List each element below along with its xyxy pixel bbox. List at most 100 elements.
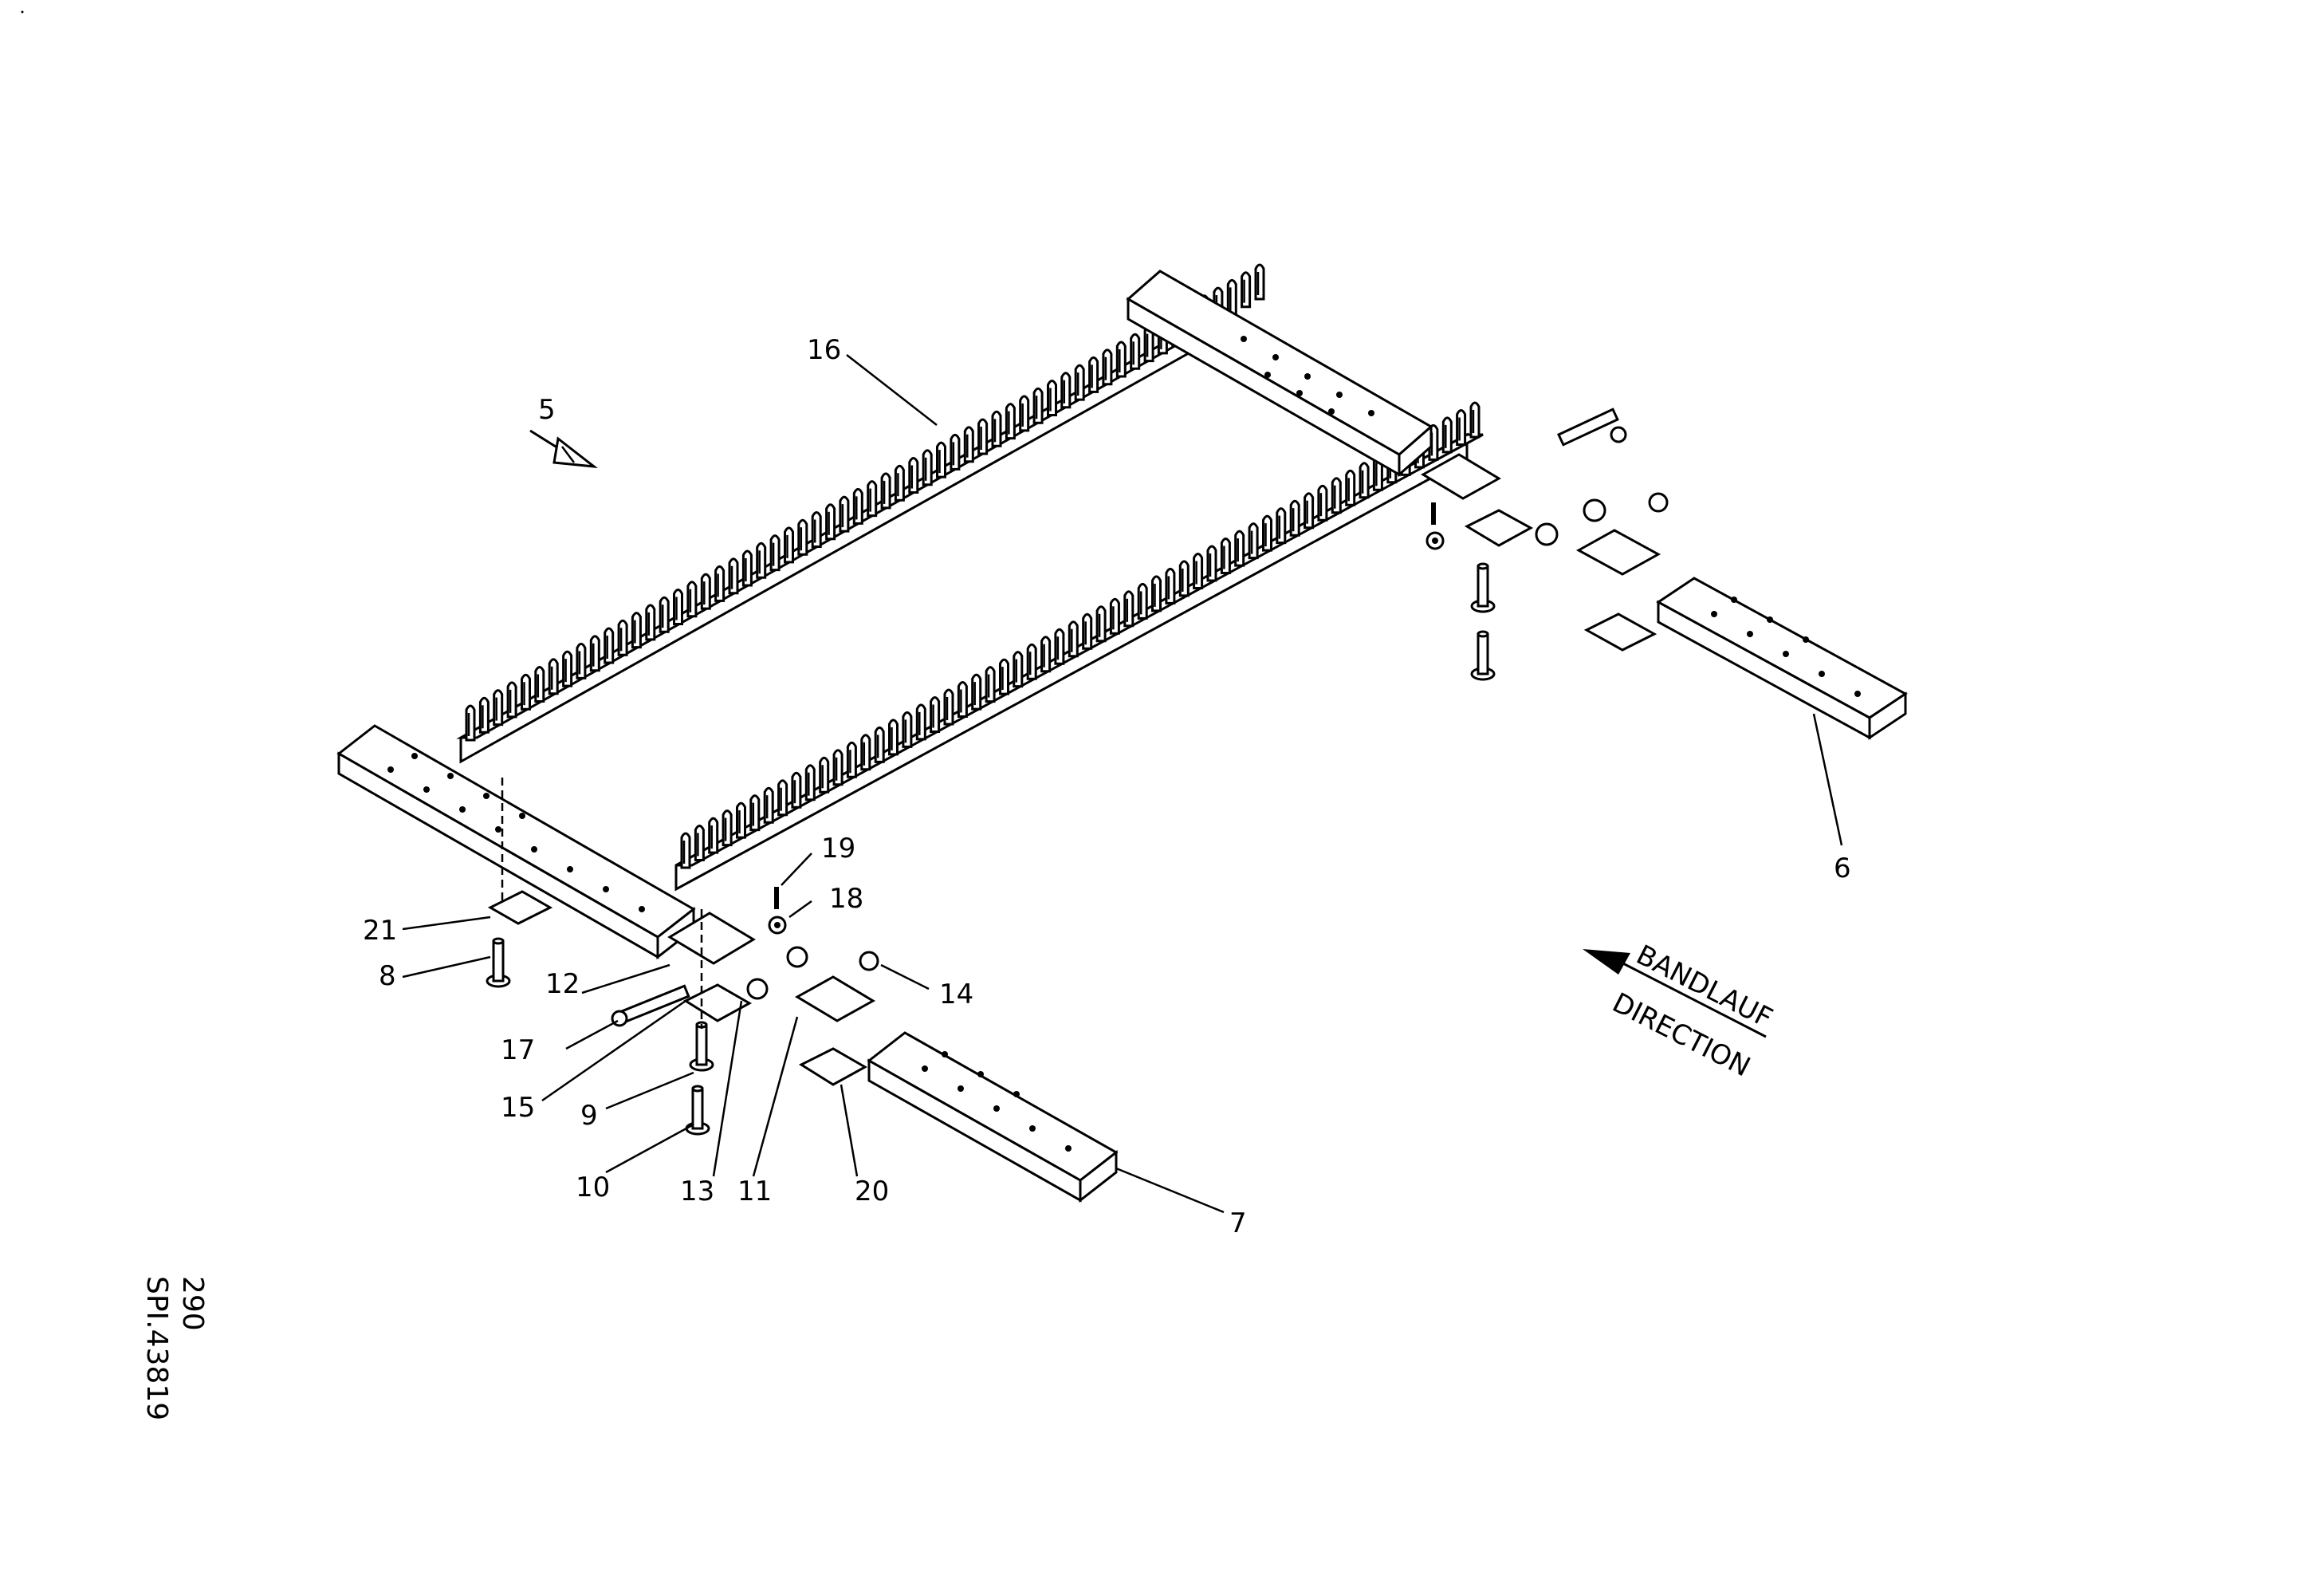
tooth [1095,605,1107,643]
tooth [1032,387,1044,424]
tooth [839,495,850,533]
tooth [1304,492,1315,530]
tooth [1441,416,1453,454]
tooth [846,741,857,778]
tooth [465,704,476,742]
tooth [1331,477,1342,514]
leader-lines [402,354,1843,1214]
tooth [680,832,691,869]
tooth [741,549,753,587]
direction-arrow: BANDLAUF DIRECTION [1583,939,1777,1083]
callout-18: 18 [829,883,863,915]
tooth [493,689,504,727]
tooth [673,589,683,625]
callout-19: 19 [821,833,855,864]
tooth [1456,409,1467,446]
callout-14: 14 [939,979,973,1010]
callout-labels: 16 5 6 7 8 9 10 11 12 13 14 15 17 18 19 … [363,334,1851,1239]
tooth [1206,545,1217,582]
tooth [1226,278,1237,316]
tooth [617,619,628,656]
tooth [604,627,615,664]
tooth [1469,401,1481,439]
callout-20: 20 [855,1176,889,1207]
callout-arrow-5 [529,429,599,469]
tooth [922,449,933,486]
tooth [756,542,767,579]
tooth [999,658,1009,695]
tooth [832,749,843,786]
tooth [1193,553,1204,589]
tooth [1013,651,1024,688]
hinge-assembly-upper-right [1421,408,1669,681]
tooth [867,480,878,518]
callout-6: 6 [1834,853,1851,884]
tooth [1109,597,1120,635]
tooth [860,734,871,771]
tooth [915,703,926,741]
tooth [1234,530,1245,567]
slat-part-6 [1656,577,1908,740]
callout-9: 9 [580,1100,598,1132]
slat-upper-right [1126,270,1433,478]
tooth [908,457,919,494]
callout-13: 13 [680,1176,714,1207]
toothed-bar-upper [456,263,1265,764]
tooth [749,794,761,832]
tooth [874,726,885,763]
tooth [902,711,913,748]
tooth [963,426,974,463]
tooth [1248,522,1259,560]
tooth [1345,469,1356,506]
tooth [811,511,822,548]
tooth [1165,567,1176,605]
callout-21: 21 [363,915,397,947]
tooth [1289,499,1300,537]
tooth [1019,395,1030,432]
tooth [708,817,719,854]
tooth [1262,514,1272,552]
callout-10: 10 [576,1172,610,1203]
tooth [1082,612,1093,650]
tooth [1102,349,1113,386]
tooth [686,581,698,618]
tooth [645,604,656,641]
tooth [1068,620,1079,658]
callout-8: 8 [379,960,396,992]
tooth [777,779,788,817]
tooth [936,441,946,478]
tooth [1088,356,1099,393]
callout-12: 12 [545,968,580,1000]
tooth [1359,462,1370,499]
tooth [521,673,531,711]
tooth [722,809,733,847]
tooth [804,764,816,801]
callout-5: 5 [538,394,556,426]
callout-7: 7 [1229,1207,1247,1239]
tooth [1241,271,1252,309]
tooth [506,681,517,719]
tooth [971,673,982,711]
tooth [478,696,490,734]
toothed-bar-lower [674,401,1484,892]
tooth [714,565,726,602]
corner-dot [21,10,24,14]
hinge-assembly-lower-left [486,778,879,1136]
tooth [825,503,836,541]
tooth [852,487,863,525]
tooth [797,518,808,556]
tooth [1220,538,1231,574]
tooth [888,719,899,756]
tooth [894,464,905,502]
slat-left [336,724,696,960]
drawing-number: SPI.43819 [140,1276,173,1420]
tooth [1130,333,1141,370]
callout-11: 11 [737,1176,772,1207]
tooth [985,666,996,703]
callout-15: 15 [501,1092,535,1124]
tooth [534,666,545,703]
tooth [728,557,739,595]
tooth [659,596,670,633]
tooth [1276,507,1287,545]
